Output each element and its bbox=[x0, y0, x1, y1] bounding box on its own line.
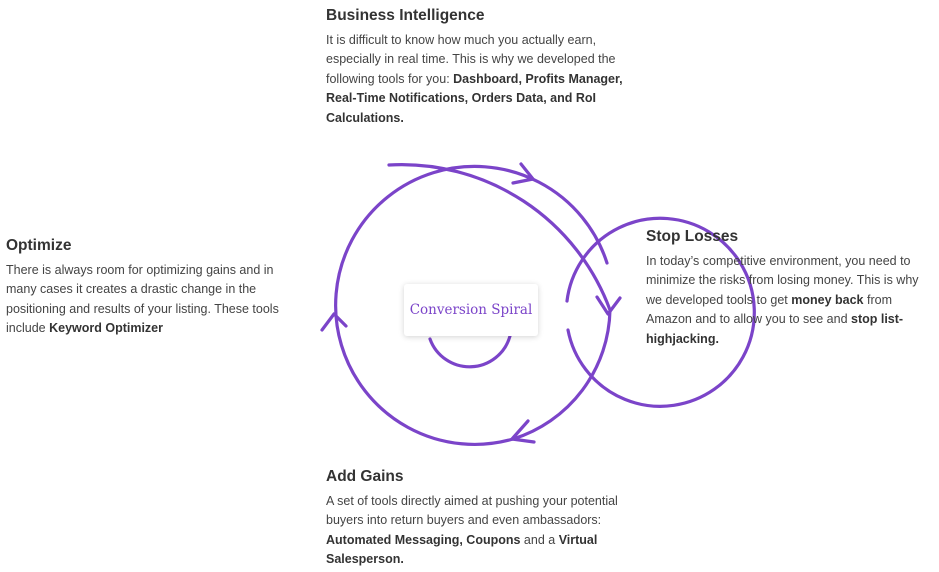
section-bold-tools: Dashboard, Profits Manager, Real-Time No… bbox=[326, 71, 623, 125]
section-optimize: Optimize There is always room for optimi… bbox=[6, 237, 306, 339]
arrowhead-top-right bbox=[511, 162, 535, 185]
section-text-optimize: There is always room for optimizing gain… bbox=[6, 261, 306, 339]
section-add-gains: Add Gains A set of tools directly aimed … bbox=[326, 468, 626, 570]
section-text-part: In today’s competitive environment, you … bbox=[646, 254, 919, 307]
section-bold-money-back: money back bbox=[791, 292, 864, 307]
conversion-spiral-label: Conversion Spiral bbox=[409, 302, 533, 318]
spiral-innermost-arc bbox=[428, 334, 512, 369]
section-text-part: from Amazon and to allow you to see and bbox=[646, 292, 892, 327]
spiral-outer-arc bbox=[387, 163, 612, 441]
section-bold-keyword-optimizer: Keyword Optimizer bbox=[49, 321, 164, 336]
section-bold-virtual-salesperson: Virtual Salesperson. bbox=[326, 532, 598, 567]
arrowhead-right bbox=[595, 295, 622, 316]
spiral-middle-arc bbox=[334, 164, 609, 447]
conversion-spiral-label-box: Conversion Spiral bbox=[404, 284, 538, 336]
section-business-intelligence: Business Intelligence It is difficult to… bbox=[326, 7, 626, 128]
section-text-part: It is difficult to know how much you act… bbox=[326, 33, 616, 86]
section-text-part: There is always room for optimizing gain… bbox=[6, 263, 279, 336]
section-text-business-intelligence: It is difficult to know how much you act… bbox=[326, 31, 626, 128]
section-text-part: A set of tools directly aimed at pushing… bbox=[326, 494, 618, 528]
section-text-part: and a bbox=[520, 532, 559, 547]
section-heading-add-gains: Add Gains bbox=[326, 468, 404, 485]
section-text-stop-losses: In today’s competitive environment, you … bbox=[646, 252, 932, 349]
section-bold-messaging-coupons: Automated Messaging, Coupons bbox=[326, 532, 521, 547]
section-text-add-gains: A set of tools directly aimed at pushing… bbox=[326, 492, 626, 570]
section-bold-stop-list-highjacking: stop list-highjacking. bbox=[646, 312, 904, 346]
section-stop-losses: Stop Losses In today’s competitive envir… bbox=[646, 228, 932, 349]
arrowhead-left bbox=[320, 312, 348, 332]
arrowhead-bottom bbox=[510, 419, 536, 444]
spiral-inner-arc bbox=[565, 216, 756, 408]
section-heading-stop-losses: Stop Losses bbox=[646, 228, 739, 245]
section-heading-business-intelligence: Business Intelligence bbox=[326, 7, 485, 24]
section-heading-optimize: Optimize bbox=[6, 237, 72, 254]
